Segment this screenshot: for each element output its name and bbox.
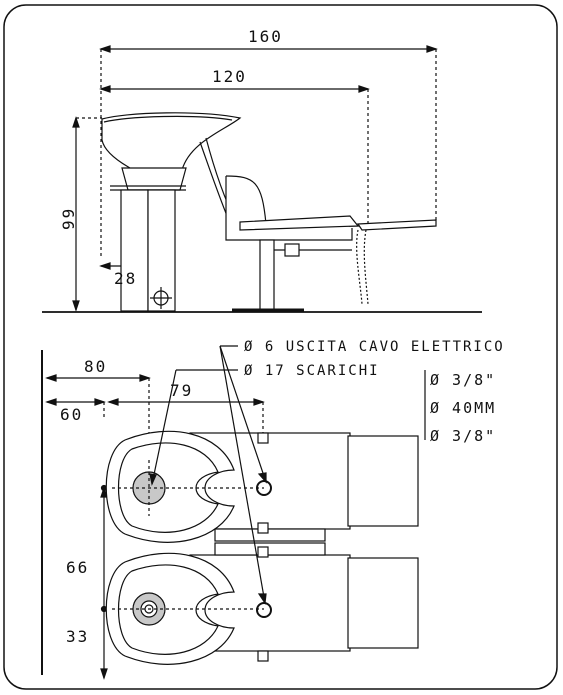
drain-callout: Ø 17 SCARICHI xyxy=(244,363,380,379)
dim-66-label: 66 xyxy=(66,558,89,577)
pipe-size-2: Ø 40MM xyxy=(430,399,496,417)
dim-160-label: 160 xyxy=(248,27,283,46)
dim-80-label: 80 xyxy=(84,357,107,376)
plan-view xyxy=(41,345,426,680)
cable-outlet-callout: Ø 6 USCITA CAVO ELETTRICO xyxy=(244,339,505,355)
dim-99-label: 99 xyxy=(59,207,78,230)
side-view xyxy=(42,45,482,313)
dim-28-label: 28 xyxy=(114,269,137,288)
pipe-size-3: Ø 3/8" xyxy=(430,427,496,445)
dim-60-label: 60 xyxy=(60,405,83,424)
dim-120-label: 120 xyxy=(212,67,247,86)
dim-33-label: 33 xyxy=(66,627,89,646)
drawing-border xyxy=(3,4,558,690)
pipe-size-1: Ø 3/8" xyxy=(430,371,496,389)
dim-79-label: 79 xyxy=(170,381,193,400)
